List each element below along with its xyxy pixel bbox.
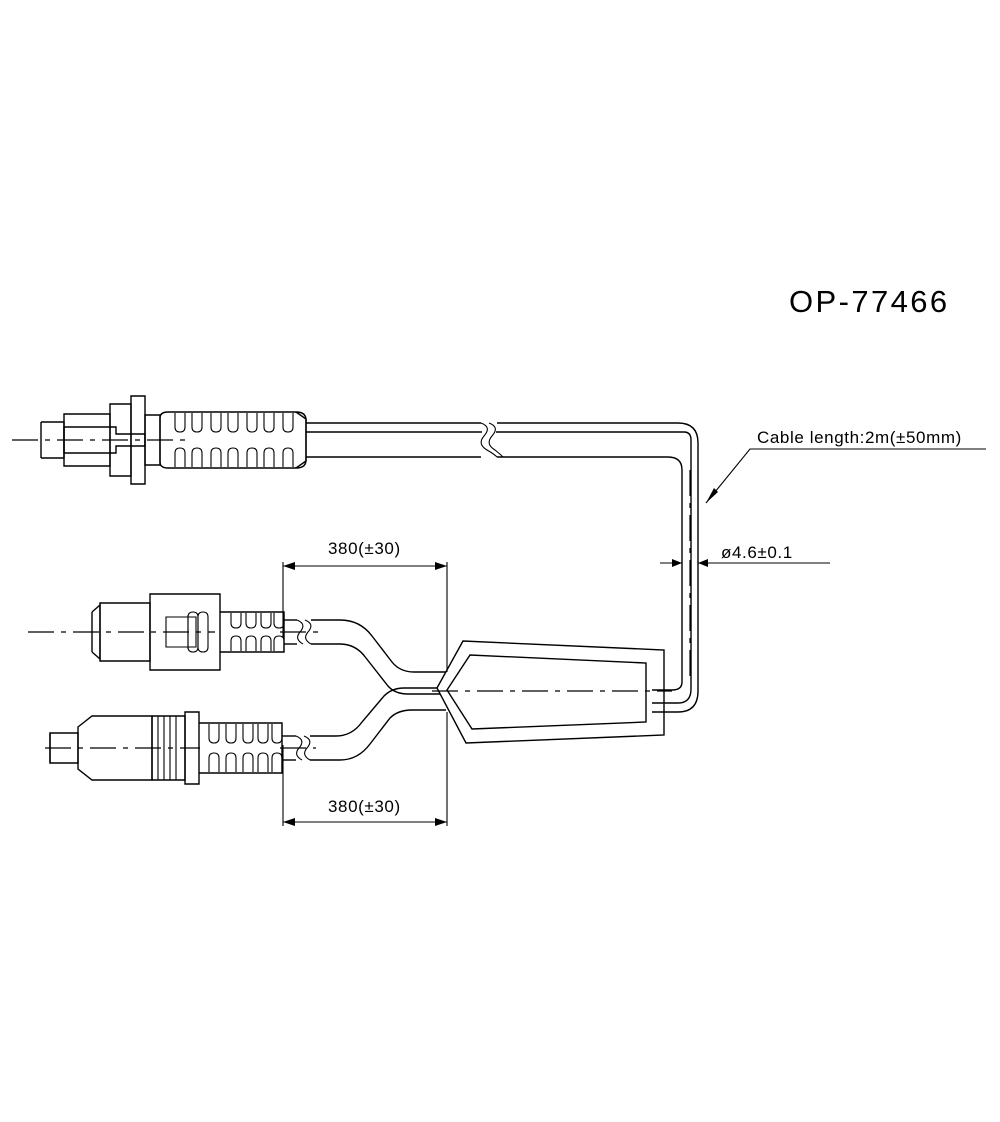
lower-boot-ribs-lower	[209, 753, 282, 772]
boot-end-cap	[296, 412, 306, 468]
cable-diameter-annotation: ø4.6±0.1	[660, 543, 830, 567]
lower-boot-ribs-upper	[209, 724, 282, 743]
upper-branch-lower-wall	[311, 644, 440, 694]
splitter-outer-shell	[437, 641, 664, 743]
lower-branch-dimension: 380(±30)	[283, 712, 447, 826]
main-connector	[12, 396, 306, 484]
upper-connector-body	[150, 594, 220, 670]
diameter-arrow-right	[698, 559, 708, 567]
cable-length-arrowhead	[706, 488, 718, 503]
upper-branch-upper-wall	[311, 620, 446, 672]
drawing-title: OP-77466	[789, 284, 950, 319]
splitter-inner-outline	[447, 655, 646, 729]
upper-boot-ribs-lower	[231, 636, 284, 651]
upper-connector-window-rib-3	[198, 612, 208, 652]
main-cable-upper-wall-right	[497, 423, 698, 691]
cable-break-symbol-upper-branch	[297, 620, 311, 644]
cable-break-symbol-main	[481, 423, 503, 457]
upper-connector-window-rib-2	[188, 612, 198, 652]
plug-flange	[131, 396, 145, 484]
lower-connector-boot	[199, 723, 282, 773]
upper-branch-length-label: 380(±30)	[328, 539, 401, 558]
main-cable	[306, 423, 698, 691]
lower-dim-arrow-left	[283, 818, 295, 826]
main-cable-inner-upper-right	[496, 432, 691, 689]
upper-dim-arrow-left	[283, 562, 295, 570]
lower-branch-length-label: 380(±30)	[328, 797, 401, 816]
lower-branch-lower-wall	[310, 710, 446, 760]
cable-length-leader	[706, 449, 986, 503]
boot-ribs-lower	[175, 448, 293, 467]
upper-connector-window	[166, 617, 196, 647]
lower-branch-upper-wall	[310, 688, 437, 736]
upper-branch-dimension: 380(±30)	[283, 539, 447, 672]
upper-branch-connector	[28, 594, 284, 670]
cable-bend-inner	[652, 682, 682, 690]
cable-length-label: Cable length:2m(±50mm)	[757, 428, 962, 447]
lower-branch-cable	[280, 688, 446, 760]
boot-ribs-upper	[175, 413, 293, 432]
main-cable-lower-bend	[652, 682, 698, 712]
diameter-arrow-left	[672, 559, 682, 567]
cable-bend-outer	[652, 691, 698, 712]
lower-connector-flange	[185, 712, 199, 784]
cable-bend-mid	[652, 689, 691, 703]
main-cable-lower-wall-right	[497, 457, 682, 682]
upper-boot-ribs-upper	[231, 613, 284, 628]
cable-length-annotation: Cable length:2m(±50mm)	[706, 428, 986, 503]
cable-diameter-label: ø4.6±0.1	[721, 543, 793, 562]
upper-dim-arrow-right	[435, 562, 447, 570]
lower-dim-arrow-right	[435, 818, 447, 826]
lower-branch-connector	[45, 712, 282, 784]
cable-break-symbol-lower-branch	[296, 736, 310, 760]
y-splitter	[432, 641, 672, 743]
upper-branch-cable	[280, 620, 446, 694]
